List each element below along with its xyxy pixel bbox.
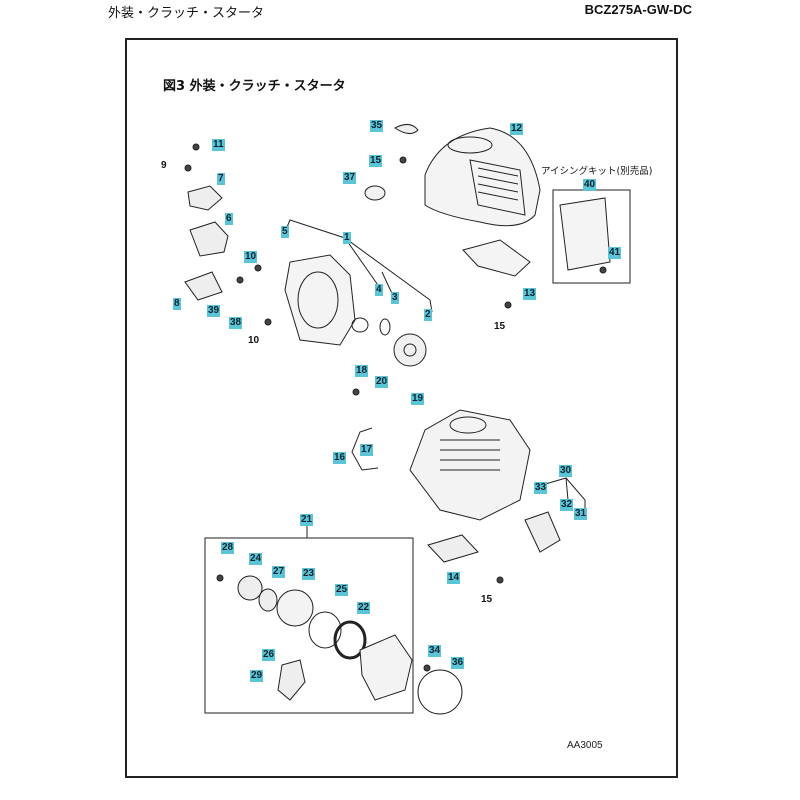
seal-36 (417, 669, 463, 715)
diagram-frame (125, 38, 678, 778)
part-tag-23[interactable]: 23 (302, 568, 316, 580)
part-tag-36[interactable]: 36 (451, 657, 465, 669)
reference-code: AA3005 (567, 740, 603, 751)
part-tag-25[interactable]: 25 (335, 584, 349, 596)
part-tag-38[interactable]: 38 (229, 317, 243, 329)
part-tag-40[interactable]: 40 (583, 179, 597, 191)
part-tag-39[interactable]: 39 (207, 305, 221, 317)
part-tag-12[interactable]: 12 (510, 123, 524, 135)
group-bracket-30 (541, 477, 586, 510)
part-tag-5[interactable]: 5 (281, 226, 289, 238)
part-30-assy (524, 511, 561, 553)
part-tag-7[interactable]: 7 (217, 173, 225, 185)
part-tag-32[interactable]: 32 (560, 499, 574, 511)
part-8 (184, 271, 223, 301)
part-tag-26[interactable]: 26 (262, 649, 276, 661)
part-tag-1[interactable]: 1 (343, 232, 351, 244)
part-7 (187, 185, 223, 211)
part-29 (277, 659, 306, 701)
part-tag-6[interactable]: 6 (225, 213, 233, 225)
part-tag-4[interactable]: 4 (375, 284, 383, 296)
part-tag-10a[interactable]: 10 (244, 251, 258, 263)
part-tag-27[interactable]: 27 (272, 566, 286, 578)
part-tag-31[interactable]: 31 (574, 508, 588, 520)
part-tag-2[interactable]: 2 (424, 309, 432, 321)
part-tag-3[interactable]: 3 (391, 292, 399, 304)
section-title: 外装・クラッチ・スタータ (108, 6, 265, 21)
part-tag-13[interactable]: 13 (523, 288, 537, 300)
part-tag-29[interactable]: 29 (250, 670, 264, 682)
part-tag-34[interactable]: 34 (428, 645, 442, 657)
starter-group-box (204, 537, 414, 714)
reel-23 (276, 589, 314, 627)
bearing-4 (351, 317, 369, 333)
icing-kit-label: アイシングキット(別売品) (541, 166, 653, 177)
clutch-case-drawing (284, 254, 356, 346)
pulley-24 (237, 575, 263, 601)
part-tag-16[interactable]: 16 (333, 452, 347, 464)
part-tag-22[interactable]: 22 (357, 602, 371, 614)
part-tag-21[interactable]: 21 (300, 514, 314, 526)
part-tag-19[interactable]: 19 (411, 393, 425, 405)
part-tag-15a[interactable]: 15 (369, 155, 383, 167)
part-num-9[interactable]: 9 (161, 160, 167, 171)
part-num-15c[interactable]: 15 (481, 594, 493, 605)
part-num-15b[interactable]: 15 (494, 321, 506, 332)
part-tag-30[interactable]: 30 (559, 465, 573, 477)
part-tag-14[interactable]: 14 (447, 572, 461, 584)
part-tag-18[interactable]: 18 (355, 365, 369, 377)
part-tag-28[interactable]: 28 (221, 542, 235, 554)
icing-plate-40 (559, 197, 611, 271)
part-tag-17[interactable]: 17 (360, 444, 374, 456)
part-tag-20[interactable]: 20 (375, 376, 389, 388)
ring-3 (379, 318, 391, 336)
plate-37 (364, 185, 386, 201)
cap-35 (394, 124, 419, 134)
part-tag-24[interactable]: 24 (249, 553, 263, 565)
clutch-drum-2 (393, 333, 427, 367)
model-code: BCZ275A-GW-DC (584, 2, 692, 17)
starter-cover (359, 634, 413, 701)
cover-13 (462, 239, 531, 277)
part-tag-33[interactable]: 33 (534, 482, 548, 494)
part-tag-11[interactable]: 11 (212, 139, 225, 151)
part-tag-8[interactable]: 8 (173, 298, 181, 310)
engine-drawing (409, 409, 531, 521)
part-tag-35[interactable]: 35 (370, 120, 384, 132)
spring-25 (308, 611, 342, 649)
plate-14 (427, 534, 479, 563)
ring-22 (333, 620, 367, 660)
spring-27 (258, 588, 278, 612)
part-num-10b[interactable]: 10 (248, 335, 260, 346)
part-tag-41[interactable]: 41 (608, 247, 622, 259)
part-tag-37[interactable]: 37 (343, 172, 357, 184)
part-6 (189, 221, 229, 257)
figure-title: 図3 外装・クラッチ・スタータ (163, 79, 346, 94)
group-bracket-16 (351, 427, 379, 471)
bolt-icons (184, 143, 607, 672)
engine-cover-drawing (424, 127, 541, 227)
